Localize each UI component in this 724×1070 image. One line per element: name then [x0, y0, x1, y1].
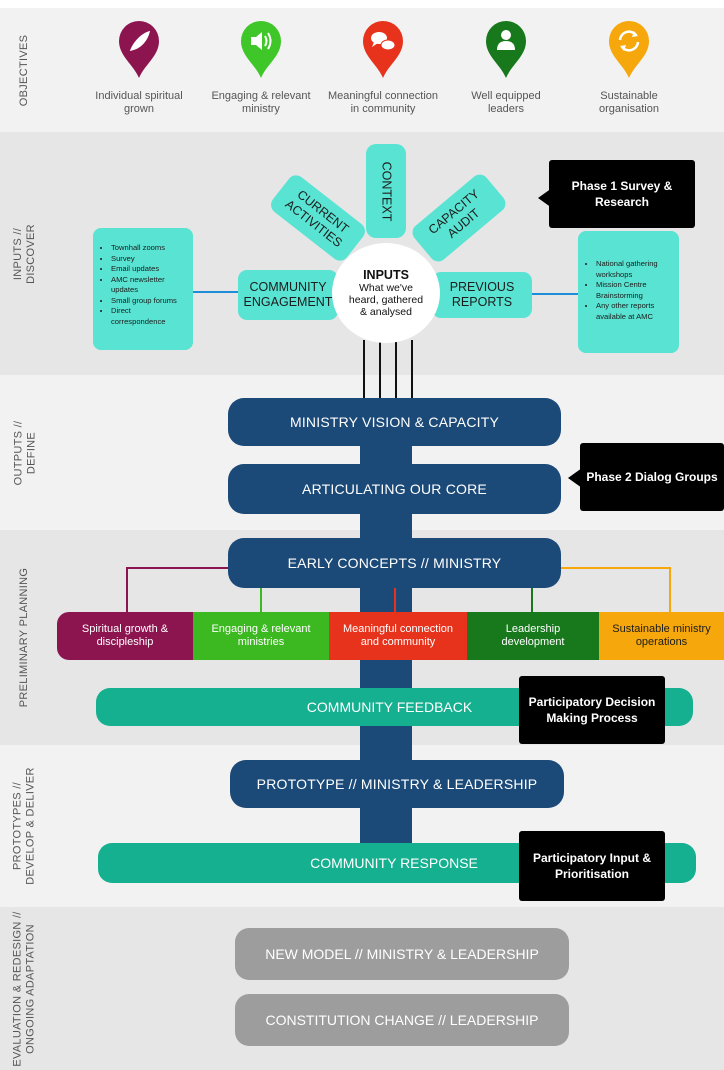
- inputs-center-text: What we've heard, gathered & analysed: [348, 282, 424, 318]
- objective-label: Individual spiritual grown: [95, 90, 183, 115]
- articulating-our-core: ARTICULATING OUR CORE: [228, 464, 561, 514]
- category-leadership-development: Leadership development: [467, 612, 599, 660]
- objective-label: Well equipped leaders: [471, 90, 541, 115]
- new-model-ministry-leadership: NEW MODEL // MINISTRY & LEADERSHIP: [235, 928, 569, 980]
- category-spiritual-growth: Spiritual growth & discipleship: [57, 612, 193, 660]
- petal-context: CONTEXT: [366, 144, 406, 238]
- phase1-pointer: [538, 188, 552, 208]
- inputs-left-notes: Townhall zooms Survey Email updates AMC …: [93, 228, 193, 350]
- note-item: Townhall zooms: [111, 243, 185, 254]
- note-item: Small group forums: [111, 296, 185, 307]
- prototype-ministry-leadership: PROTOTYPE // MINISTRY & LEADERSHIP: [230, 760, 564, 808]
- ministry-vision-capacity: MINISTRY VISION & CAPACITY: [228, 398, 561, 446]
- inputs-center-title: INPUTS: [363, 268, 409, 282]
- chat-bubbles-icon: [363, 21, 403, 78]
- inputs-center-circle: INPUTS What we've heard, gathered & anal…: [332, 243, 440, 343]
- category-engaging-ministries: Engaging & relevant ministries: [193, 612, 329, 660]
- phase2-callout: Phase 2 Dialog Groups: [580, 443, 724, 511]
- note-item: Mission Centre Brainstorming: [596, 280, 673, 301]
- note-item: National gathering workshops: [596, 259, 673, 280]
- category-sustainable-operations: Sustainable ministry operations: [599, 612, 724, 660]
- participatory-decision-callout: Participatory Decision Making Process: [519, 676, 665, 744]
- objective-label: Sustainable organisation: [599, 90, 659, 115]
- petal-community-engagement: COMMUNITY ENGAGEMENT: [238, 270, 338, 320]
- petal-previous-reports: PREVIOUS REPORTS: [432, 272, 532, 318]
- objective-label: Meaningful connection in community: [327, 90, 439, 115]
- leaf-icon: [119, 21, 159, 78]
- category-meaningful-connection: Meaningful connection and community: [329, 612, 467, 660]
- inputs-right-notes: National gathering workshops Mission Cen…: [578, 231, 679, 353]
- speaker-icon: [241, 21, 281, 78]
- constitution-change-leadership: CONSTITUTION CHANGE // LEADERSHIP: [235, 994, 569, 1046]
- objective-label: Engaging & relevant ministry: [211, 90, 311, 115]
- cycle-arrows-icon: [609, 21, 649, 78]
- phase2-pointer: [568, 468, 582, 488]
- note-item: AMC newsletter updates: [111, 275, 185, 296]
- early-concepts-ministry: EARLY CONCEPTS // MINISTRY: [228, 538, 561, 588]
- note-item: Survey: [111, 254, 185, 265]
- person-icon: [486, 21, 526, 78]
- trunk-mid: [360, 580, 412, 780]
- note-item: Any other reports available at AMC: [596, 301, 673, 322]
- participatory-input-callout: Participatory Input & Prioritisation: [519, 831, 665, 901]
- phase1-callout: Phase 1 Survey & Research: [549, 160, 695, 228]
- note-item: Email updates: [111, 264, 185, 275]
- objectives-band: [0, 8, 724, 132]
- note-item: Direct correspondence: [111, 306, 185, 327]
